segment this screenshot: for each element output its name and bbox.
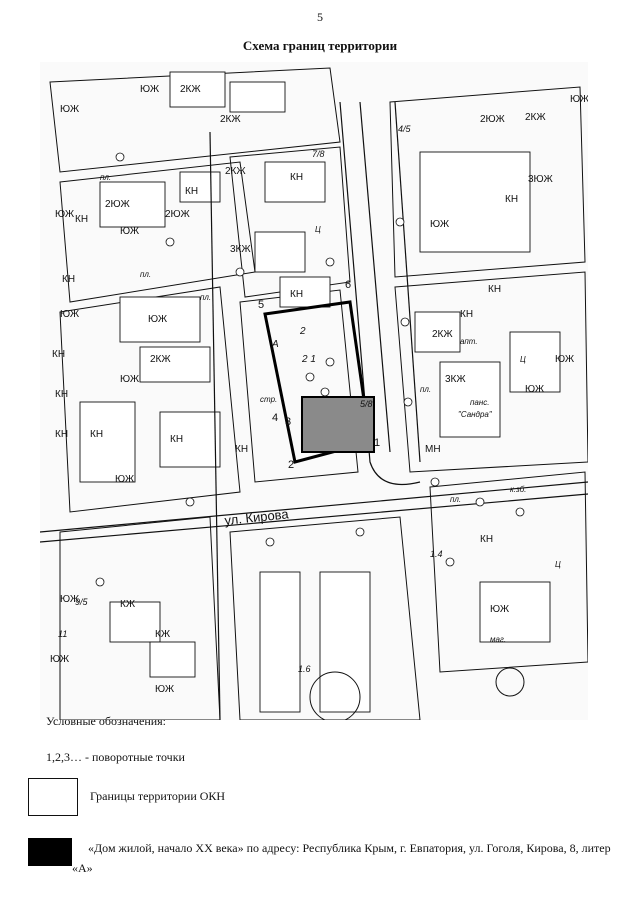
building-labels: 2КЖ ЮЖ ЮЖ ЮЖ КН 2ЮЖ 2КЖ ЮЖ КН 2КЖ 2ЮЖ КН…	[50, 84, 588, 695]
tree-markers	[95, 152, 525, 587]
plot-labels: 2 2 1 А	[271, 326, 316, 365]
building-label: ЮЖ	[140, 84, 160, 95]
building-label: МН	[425, 444, 441, 455]
building-label: КН	[480, 534, 493, 545]
building-label: КН	[290, 289, 303, 300]
small-label: маг.	[490, 635, 506, 644]
small-label: панс.	[470, 398, 489, 407]
building-label: ЮЖ	[60, 309, 80, 320]
page-title: Схема границ территории	[242, 38, 398, 53]
legend-points: 1,2,3… - поворотные точки	[46, 750, 185, 764]
building-label: КН	[185, 186, 198, 197]
building-label: ЮЖ	[148, 314, 168, 325]
fountain-circle	[495, 667, 525, 697]
building-label: 2ЮЖ	[105, 199, 130, 210]
object-building	[301, 396, 375, 453]
turning-point-label: 1	[374, 437, 380, 449]
building-outlines	[79, 71, 561, 713]
address-label: 11	[58, 629, 67, 639]
building-label: КН	[52, 349, 65, 360]
legend-object-text: «Дом жилой, начало XX века» по адресу: Р…	[72, 841, 611, 875]
small-label: пл.	[450, 495, 461, 504]
building-label: ЮЖ	[60, 594, 80, 605]
building-label: 2КЖ	[525, 112, 546, 123]
address-label: 1.6	[298, 664, 311, 674]
building-label: ЮЖ	[430, 219, 450, 230]
building-label: КН	[290, 172, 303, 183]
small-label: пл.	[200, 293, 211, 302]
legend-boundary-swatch	[28, 778, 78, 816]
building-label: ЮЖ	[490, 604, 510, 615]
building-label: КН	[488, 284, 501, 295]
turning-point-label: 4	[272, 412, 278, 424]
building-label: ЮЖ	[50, 654, 70, 665]
building-label: ЮЖ	[120, 226, 140, 237]
small-label: Ц	[520, 355, 526, 364]
building-label: 2ЮЖ	[165, 209, 190, 220]
address-label: 4/5	[398, 124, 412, 134]
plot-label: А	[271, 339, 279, 350]
building-label: ЮЖ	[115, 474, 135, 485]
small-label: "Сандра"	[458, 410, 493, 419]
turning-point-label: 5	[258, 299, 264, 311]
plaza-circle	[309, 671, 361, 720]
building-label: КЖ	[155, 629, 171, 640]
building-label: ЮЖ	[55, 209, 75, 220]
building-label: ЮЖ	[155, 684, 175, 695]
plot-label: 2	[299, 326, 306, 337]
plot-label: 2 1	[301, 354, 316, 365]
building-label: 3КЖ	[445, 374, 466, 385]
building-label: ЮЖ	[555, 354, 575, 365]
building-label: 2КЖ	[220, 114, 241, 125]
building-label: 2КЖ	[150, 354, 171, 365]
building-label: КН	[55, 429, 68, 440]
boundary-map: 2КЖ ЮЖ ЮЖ ЮЖ КН 2ЮЖ 2КЖ ЮЖ КН 2КЖ 2ЮЖ КН…	[40, 62, 588, 720]
building-label: 2КЖ	[432, 329, 453, 340]
street-label: ул. Кирова	[224, 506, 290, 528]
building-label: 2ЮЖ	[480, 114, 505, 125]
building-label: КН	[235, 444, 248, 455]
building-label: ЮЖ	[525, 384, 545, 395]
block-outlines	[49, 67, 588, 720]
legend-heading: Условные обозначения:	[46, 714, 167, 728]
building-label: ЮЖ	[570, 94, 588, 105]
building-label: КН	[55, 389, 68, 400]
small-label: пл.	[420, 385, 431, 394]
small-label: пл.	[100, 173, 111, 182]
small-label: стр.	[260, 395, 277, 404]
building-label: КН	[62, 274, 75, 285]
address-labels: 4/5 7/8 5/8 9/5 11 1.4 1.6	[58, 124, 443, 674]
building-label: 2КЖ	[225, 166, 246, 177]
building-label: КН	[460, 309, 473, 320]
map-drawing: 2КЖ ЮЖ ЮЖ ЮЖ КН 2ЮЖ 2КЖ ЮЖ КН 2КЖ 2ЮЖ КН…	[40, 67, 588, 720]
turning-point-label: 2	[288, 459, 294, 471]
small-label: апт.	[460, 337, 478, 346]
address-label: 7/8	[312, 149, 325, 159]
legend-object-swatch	[28, 838, 72, 866]
page-number: 5	[317, 10, 323, 24]
small-label: Ц	[555, 560, 561, 569]
building-label: 2КЖ	[180, 84, 201, 95]
small-label: Ц	[315, 225, 321, 234]
address-label: 5/8	[360, 399, 373, 409]
turning-point-label: 3	[285, 416, 291, 428]
building-label: ЮЖ	[60, 104, 80, 115]
building-label: 3ЮЖ	[528, 174, 553, 185]
address-label: 9/5	[75, 597, 89, 607]
building-label: КЖ	[120, 599, 136, 610]
building-label: КН	[170, 434, 183, 445]
street-lines	[40, 101, 588, 720]
small-label: к.зб.	[510, 485, 526, 494]
turning-points: 1 2 3 4 5 6	[258, 279, 380, 471]
turning-point-label: 6	[345, 279, 351, 291]
small-label: пл.	[140, 270, 151, 279]
address-label: 1.4	[430, 549, 443, 559]
building-label: ЮЖ	[120, 374, 140, 385]
small-labels: пл. пл. пл. стр. пл. пл. к.зб. апт. панс…	[100, 173, 561, 644]
building-label: КН	[90, 429, 103, 440]
building-label: КН	[75, 214, 88, 225]
legend-boundary-text: Границы территории ОКН	[90, 789, 226, 803]
building-label: КН	[505, 194, 518, 205]
building-label: 3КЖ	[230, 244, 251, 255]
